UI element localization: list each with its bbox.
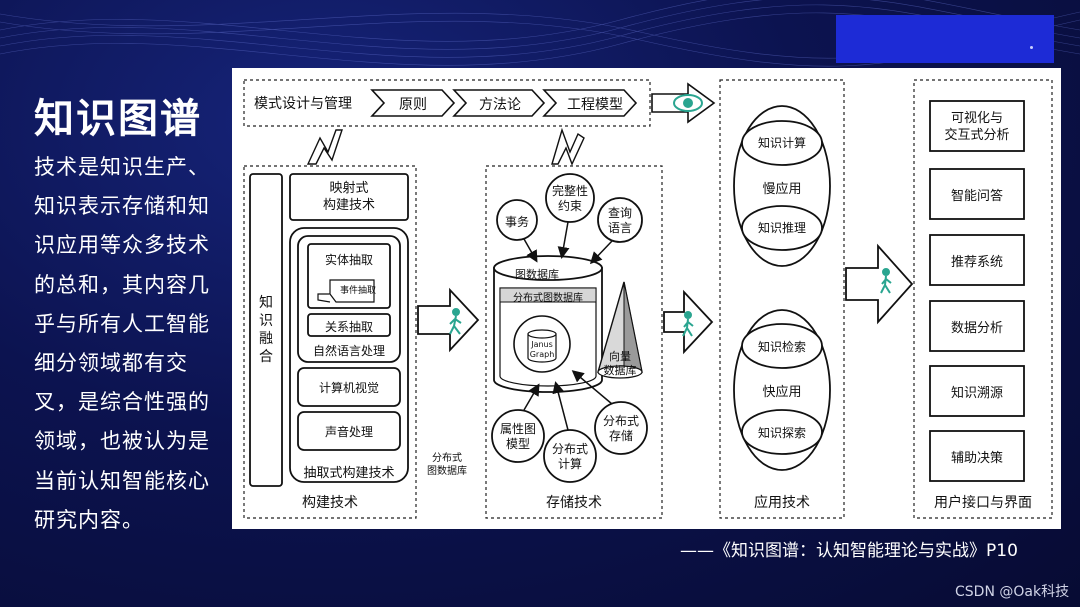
janus-graph-label: Janus Graph: [529, 340, 555, 359]
knowledge-fusion-label: 知识融合: [259, 295, 273, 365]
interface-item-recommendation: 推荐系统: [950, 255, 1003, 270]
knowledge-exploration-label: 知识探索: [757, 426, 806, 440]
interface-item-traceability: 知识溯源: [950, 386, 1003, 401]
property-graph-model-label: 属性图 模型: [499, 422, 536, 451]
pipeline-step-engineering-model: 工程模型: [567, 97, 623, 113]
header-decoration-box: [836, 15, 1054, 63]
extraction-construction-label: 抽取式构建技术: [303, 466, 395, 481]
knowledge-retrieval-label: 知识检索: [757, 340, 806, 354]
slide-description: 技术是知识生产、知识表示存储和知识应用等众多技术的总和，其内容几乎与所有人工智能…: [34, 155, 210, 532]
knowledge-graph-diagram: 模式设计与管理 原则 方法论 工程模型 知识融合 映射式 构建技术 实体抽取 事…: [232, 68, 1061, 529]
event-extraction-label: 事件抽取: [339, 286, 376, 296]
slow-app-label: 慢应用: [762, 182, 802, 197]
pipeline-step-methodology: 方法论: [479, 97, 521, 113]
relation-extraction-label: 关系抽取: [324, 320, 373, 334]
mapping-construction-label: 映射式 构建技术: [322, 181, 375, 213]
knowledge-compute-label: 知识计算: [757, 136, 806, 150]
interface-section-label: 用户接口与界面: [934, 495, 1032, 511]
application-section-label: 应用技术: [754, 495, 810, 511]
application-frame: [719, 79, 845, 519]
interface-item-decision-support: 辅助决策: [950, 451, 1003, 466]
pipeline-step-principles: 原则: [399, 97, 427, 113]
interface-item-visualization: 可视化与 交互式分析: [944, 111, 1010, 143]
pipeline-first-label: 模式设计与管理: [254, 96, 352, 112]
vector-database-label: 向量 数据库: [603, 350, 637, 377]
distributed-compute-label: 分布式 计算: [551, 442, 588, 471]
computer-vision-label: 计算机视觉: [318, 381, 379, 395]
slide-title: 知识图谱: [34, 96, 202, 142]
distributed-storage-label: 分布式 存储: [602, 414, 639, 443]
query-language-label: 查询 语言: [607, 206, 632, 235]
distributed-graph-db-floating-label: 分布式 图数据库: [427, 453, 467, 477]
nlp-label: 自然语言处理: [312, 344, 385, 358]
construction-frame: [243, 165, 417, 519]
interface-item-data-analysis: 数据分析: [950, 321, 1003, 336]
citation: ——《知识图谱：认知智能理论与实战》P10: [680, 541, 1018, 561]
decoration-dot: [1030, 46, 1033, 49]
storage-section-label: 存储技术: [546, 495, 602, 511]
integrity-constraint-label: 完整性 约束: [551, 184, 588, 213]
construction-section-label: 构建技术: [302, 495, 358, 511]
interface-item-qa: 智能问答: [950, 189, 1003, 204]
pipeline-frame: [243, 79, 651, 127]
transaction-label: 事务: [504, 215, 529, 229]
diagram-shapes: [243, 79, 1053, 519]
entity-extraction-label: 实体抽取: [324, 253, 373, 267]
fast-app-label: 快应用: [762, 385, 802, 400]
watermark: CSDN @Oak科技: [955, 584, 1070, 600]
knowledge-reasoning-label: 知识推理: [757, 221, 806, 235]
distributed-graph-db-label: 分布式图数据库: [513, 293, 583, 304]
interface-frame: [913, 79, 1053, 519]
graph-database-label: 图数据库: [515, 268, 559, 281]
audio-processing-label: 声音处理: [324, 425, 373, 439]
